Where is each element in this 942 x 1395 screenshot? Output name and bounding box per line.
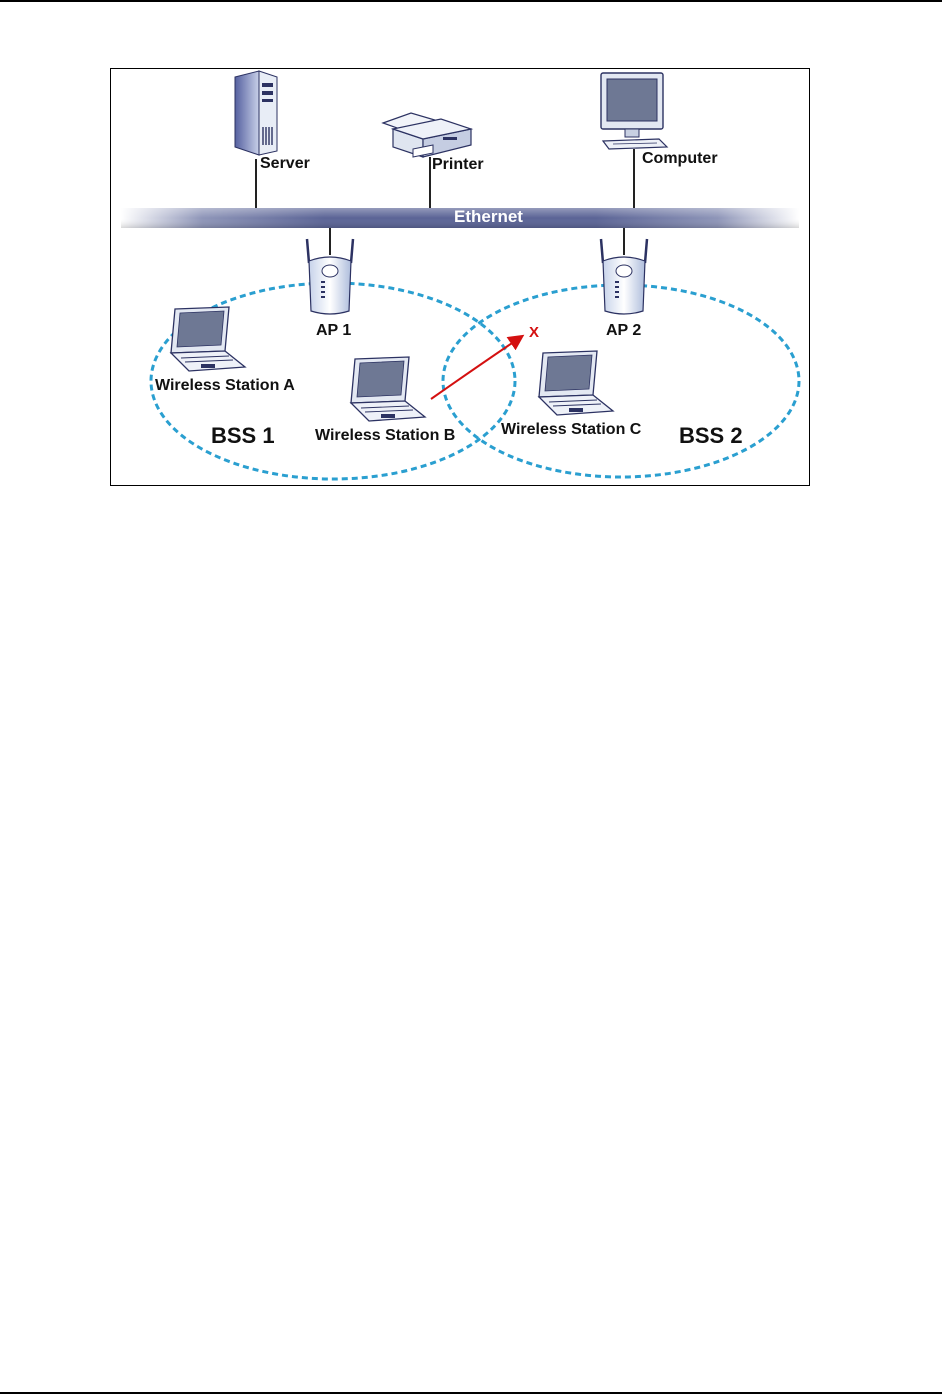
station-a-label: Wireless Station A	[155, 377, 295, 395]
computer-label: Computer	[642, 150, 718, 168]
server-icon	[235, 71, 277, 155]
laptop-icon	[171, 307, 245, 371]
server-label: Server	[260, 155, 310, 173]
printer-label: Printer	[432, 156, 484, 174]
station-c-label: Wireless Station C	[501, 421, 641, 439]
ethernet-label: Ethernet	[454, 207, 523, 227]
bss2-label: BSS 2	[679, 423, 743, 449]
printer-icon	[383, 113, 471, 157]
page-footer-rule	[0, 1392, 942, 1394]
laptop-icon	[539, 351, 613, 415]
computer-icon	[601, 73, 667, 149]
bss1-label: BSS 1	[211, 423, 275, 449]
ap2-label: AP 2	[606, 322, 641, 340]
station-b-label: Wireless Station B	[315, 427, 455, 445]
laptop-icon	[351, 357, 425, 421]
wireless-network-figure: Server Printer Computer Ethernet AP 1 AP…	[110, 68, 810, 486]
page-header-rule	[0, 0, 942, 2]
blocked-mark: X	[529, 324, 539, 341]
ap1-label: AP 1	[316, 322, 351, 340]
